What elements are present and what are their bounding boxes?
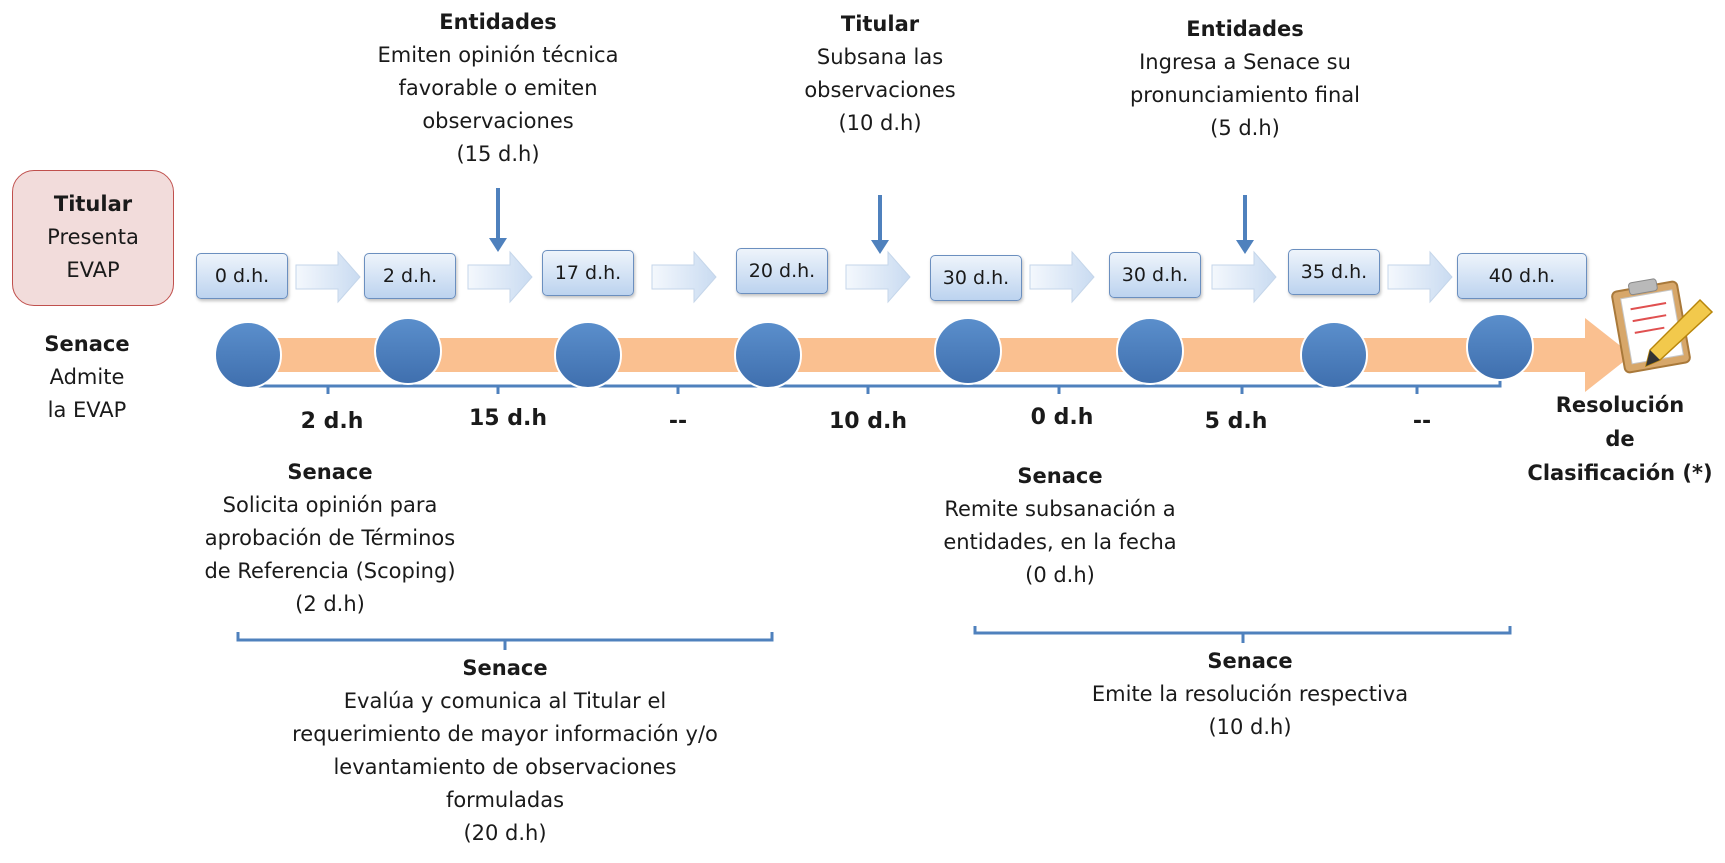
long-brackets (236, 626, 1512, 650)
note-line: requerimiento de mayor información y/o (292, 722, 718, 746)
timeline-node (734, 321, 802, 389)
titular-line: EVAP (66, 258, 120, 282)
note-line: observaciones (804, 78, 956, 102)
chevron-arrow-icon (651, 250, 717, 304)
note-line: (20 d.h) (463, 821, 547, 845)
top-note-titular: Titular Subsana las observaciones (10 d.… (760, 8, 1000, 140)
segment-duration: 10 d.h (828, 409, 908, 434)
day-marker: 2 d.h. (364, 253, 456, 299)
end-label-line: de (1605, 427, 1635, 451)
note-line: favorable o emiten (398, 76, 598, 100)
timeline-node (1466, 313, 1534, 381)
top-note-entidades-2: Entidades Ingresa a Senace su pronunciam… (1090, 13, 1400, 145)
timeline-nodes (214, 313, 1534, 389)
segment-duration: 2 d.h (300, 409, 364, 434)
segment-duration: -- (1412, 409, 1432, 434)
day-marker: 17 d.h. (542, 250, 634, 296)
segment-bracket (966, 372, 1152, 394)
down-arrows (489, 188, 1254, 254)
timeline-node (1116, 317, 1184, 385)
day-marker: 20 d.h. (736, 248, 828, 294)
note-role: Senace (462, 656, 548, 680)
titular-start-label: Titular Presenta EVAP (12, 188, 174, 287)
note-line: de Referencia (Scoping) (204, 559, 456, 583)
note-line: levantamiento de observaciones (333, 755, 677, 779)
timeline-node (374, 317, 442, 385)
long-bracket-right (973, 626, 1512, 643)
note-line: entidades, en la fecha (943, 530, 1177, 554)
note-line: Ingresa a Senace su (1139, 50, 1351, 74)
note-line: Emite la resolución respectiva (1091, 682, 1409, 706)
note-line: Remite subsanación a (944, 497, 1176, 521)
note-line: formuladas (445, 788, 565, 812)
note-role: Senace (287, 460, 373, 484)
end-label-line: Clasificación (*) (1527, 461, 1713, 485)
down-arrow-icon (1236, 240, 1254, 254)
note-line: (10 d.h) (838, 111, 922, 135)
segment-duration: -- (668, 409, 688, 434)
note-role: Senace (1207, 649, 1293, 673)
end-label-line: Resolución (1555, 393, 1685, 417)
day-marker: 30 d.h. (930, 255, 1022, 301)
chevron-arrow-icon (1029, 250, 1095, 304)
bottom-note-evalua: Senace Evalúa y comunica al Titular el r… (215, 652, 795, 850)
note-line: aprobación de Términos (204, 526, 456, 550)
note-line: (0 d.h) (1025, 563, 1095, 587)
titular-start-box (12, 170, 174, 306)
segment-duration: 5 d.h (1204, 409, 1268, 434)
titular-role: Titular (53, 192, 133, 216)
note-line: (2 d.h) (295, 592, 365, 616)
note-role: Entidades (439, 10, 557, 34)
note-line: Subsana las (816, 45, 944, 69)
day-marker: 35 d.h. (1288, 249, 1380, 295)
segment-bracket (766, 372, 970, 394)
note-role: Titular (840, 12, 920, 36)
segment-duration: 0 d.h (1030, 405, 1094, 430)
day-marker: 40 d.h. (1457, 253, 1587, 299)
chevron-arrow-icon (295, 250, 361, 304)
note-line: (5 d.h) (1210, 116, 1280, 140)
timeline-node (214, 321, 282, 389)
note-line: (15 d.h) (456, 142, 540, 166)
segment-bracket (1148, 372, 1336, 394)
timeline-node (1300, 321, 1368, 389)
bottom-note-remite: Senace Remite subsanación a entidades, e… (910, 460, 1210, 592)
top-note-entidades-1: Entidades Emiten opinión técnica favorab… (348, 6, 648, 171)
timeline-node (934, 317, 1002, 385)
clipboard-pencil-icon (1611, 278, 1714, 374)
note-role: Entidades (1186, 17, 1304, 41)
chevron-arrow-icon (467, 250, 533, 304)
titular-line: Presenta (47, 225, 139, 249)
senace-line: la EVAP (47, 398, 127, 422)
bottom-note-emite: Senace Emite la resolución respectiva (1… (1040, 645, 1460, 744)
note-line: (10 d.h) (1208, 715, 1292, 739)
timeline-band (245, 338, 1590, 372)
note-line: Solicita opinión para (222, 493, 438, 517)
senace-line: Admite (49, 365, 125, 389)
long-bracket-left (236, 632, 774, 650)
chevron-arrow-icon (1211, 250, 1277, 304)
down-arrow-icon (489, 238, 507, 252)
senace-role: Senace (44, 332, 130, 356)
chevron-arrows (295, 250, 1453, 304)
note-role: Senace (1017, 464, 1103, 488)
chevron-arrow-icon (845, 250, 911, 304)
timeline-node (554, 321, 622, 389)
note-line: observaciones (422, 109, 574, 133)
note-line: pronunciamiento final (1129, 83, 1361, 107)
day-marker: 30 d.h. (1109, 252, 1201, 298)
timeline-arrow-head (1585, 318, 1632, 392)
down-arrow-icon (871, 240, 889, 254)
end-label: Resolución de Clasificación (*) (1515, 388, 1725, 490)
note-line: Evalúa y comunica al Titular el (343, 689, 667, 713)
note-line: Emiten opinión técnica (377, 43, 619, 67)
bottom-note-scoping: Senace Solicita opinión para aprobación … (170, 456, 490, 621)
senace-start-label: Senace Admite la EVAP (22, 328, 152, 427)
chevron-arrow-icon (1387, 250, 1453, 304)
segment-duration: 15 d.h (468, 406, 548, 431)
day-marker: 0 d.h. (196, 253, 288, 299)
